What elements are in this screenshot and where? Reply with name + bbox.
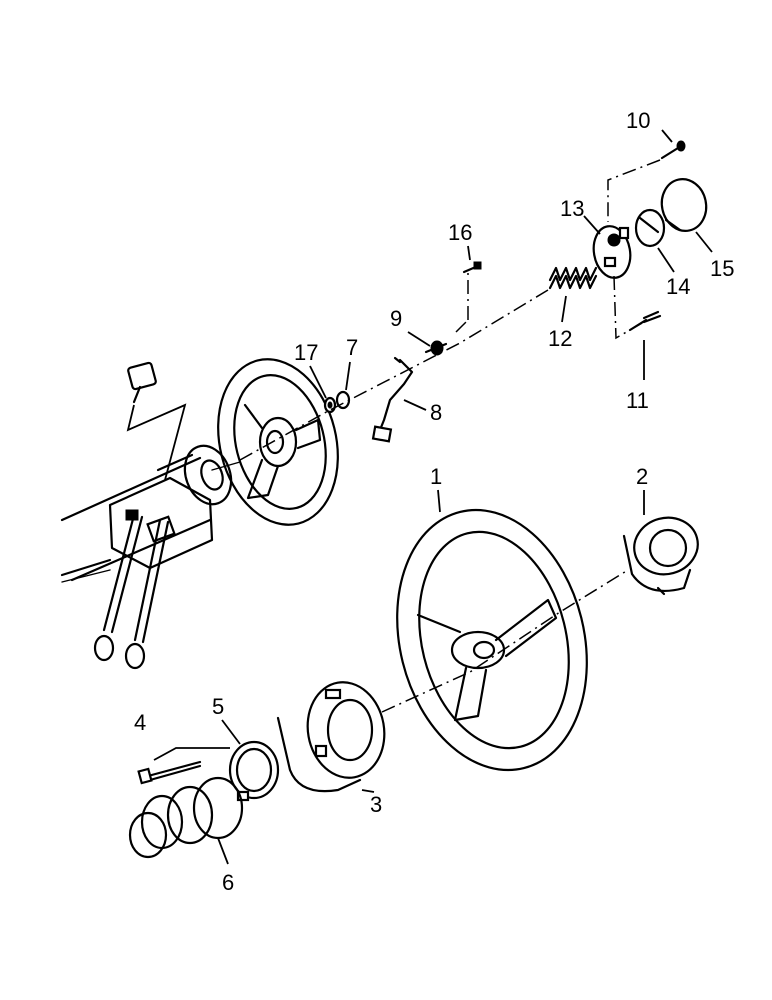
lower-steering-wheel-1 bbox=[396, 508, 588, 772]
callout-13: 13 bbox=[560, 196, 584, 221]
callout-3: 3 bbox=[370, 792, 382, 817]
nut-17 bbox=[323, 396, 337, 414]
callout-11: 11 bbox=[626, 388, 649, 413]
callout-17: 17 bbox=[294, 340, 318, 365]
rings-6 bbox=[128, 776, 244, 859]
callout-9: 9 bbox=[390, 306, 402, 331]
callout-4: 4 bbox=[134, 710, 146, 735]
collar-2 bbox=[622, 516, 699, 596]
callout-15: 15 bbox=[710, 256, 734, 281]
callout-8: 8 bbox=[430, 400, 442, 425]
horn-cap-15 bbox=[660, 178, 708, 232]
retainer-5 bbox=[228, 740, 280, 802]
contact-9 bbox=[424, 340, 448, 356]
hub-13 bbox=[592, 225, 632, 279]
callout-10: 10 bbox=[626, 108, 650, 133]
screw-16 bbox=[462, 261, 482, 274]
horn-contact-8 bbox=[371, 356, 414, 443]
callout-16: 16 bbox=[448, 220, 472, 245]
callout-12: 12 bbox=[548, 326, 572, 351]
callout-2: 2 bbox=[636, 464, 648, 489]
callout-6: 6 bbox=[222, 870, 234, 895]
plate-14 bbox=[634, 208, 666, 248]
hub-3 bbox=[276, 681, 386, 793]
callout-5: 5 bbox=[212, 694, 224, 719]
callout-labels: 1 2 3 4 5 6 7 8 9 10 11 12 13 14 15 16 1… bbox=[134, 108, 734, 895]
callout-7: 7 bbox=[346, 335, 358, 360]
upper-steering-wheel bbox=[217, 358, 339, 526]
turn-signal-levers bbox=[61, 513, 170, 670]
screw-10 bbox=[660, 140, 686, 160]
column-bolt bbox=[126, 361, 187, 481]
callout-1: 1 bbox=[430, 464, 442, 489]
callout-14: 14 bbox=[666, 274, 690, 299]
bolt-4 bbox=[137, 747, 230, 785]
spring-12 bbox=[548, 266, 598, 290]
